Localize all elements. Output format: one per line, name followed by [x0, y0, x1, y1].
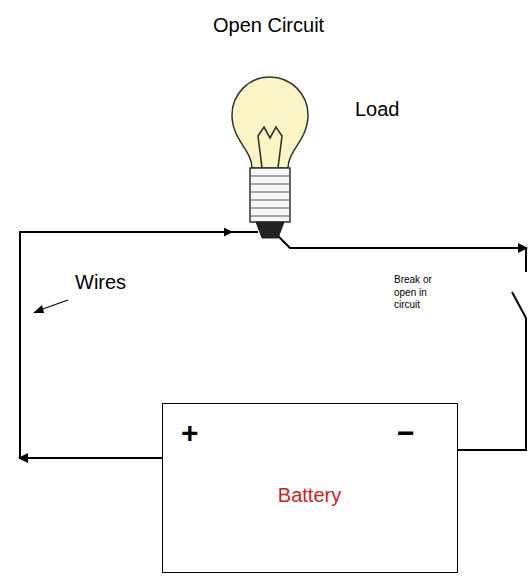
switch-blade	[512, 292, 526, 318]
light-bulb: Load	[232, 78, 308, 250]
wires-label: Wires	[75, 270, 126, 295]
thread-line	[250, 192, 290, 193]
bulb-filament	[258, 127, 282, 168]
bulb-base	[250, 168, 290, 222]
thread-line	[250, 176, 290, 177]
bulb-threads	[250, 176, 290, 216]
positive-terminal: +	[181, 416, 199, 451]
battery-label: Battery	[278, 484, 341, 507]
wire-stub	[278, 236, 308, 248]
diagram-title: Open Circuit	[213, 14, 324, 37]
wire-stub	[232, 231, 258, 233]
bulb-tip	[256, 222, 284, 238]
bulb-glass	[232, 77, 308, 168]
thread-line	[250, 200, 290, 201]
load-label: Load	[355, 98, 400, 121]
negative-terminal: −	[397, 416, 415, 451]
light-bulb	[232, 77, 308, 248]
leader-arrowhead	[33, 305, 44, 313]
thread-line	[250, 208, 290, 209]
thread-line	[250, 184, 290, 185]
thread-line	[250, 216, 290, 217]
leader-line	[40, 300, 68, 310]
break-label: Break or open in circuit	[394, 274, 446, 312]
battery-box: + − Battery	[162, 403, 458, 573]
